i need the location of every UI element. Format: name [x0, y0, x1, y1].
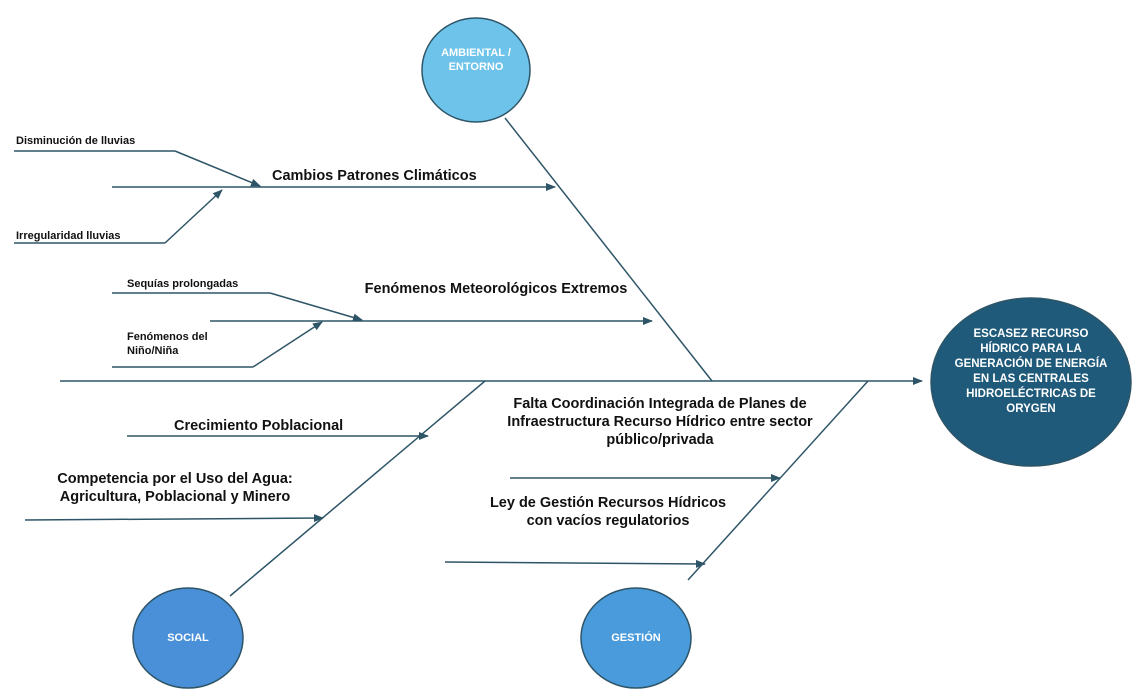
category-gestion: GESTIÓN [611, 632, 661, 644]
cause-competencia-label: Competencia por el Uso del Agua: Agricul… [57, 471, 293, 506]
branch-ley [444, 559, 706, 568]
sub-disminucion-label: Disminución de lluvias [16, 135, 136, 147]
cause-coordinacion-label: Falta Coordinación Integrada de Planes d… [507, 396, 813, 449]
gestion-ellipse [580, 587, 692, 689]
sub-sequias-arrow [269, 292, 363, 322]
sub-nino-arrow [252, 321, 323, 368]
cause-crecimiento-label: Crecimiento Poblacional [174, 418, 344, 434]
sub-nino-label: Fenómenos del Niño/Niña [127, 331, 208, 357]
bone-social [229, 380, 486, 597]
sub-disminucion-arrow [174, 150, 261, 187]
effect-ellipse [930, 297, 1132, 467]
cause-cambios-label: Cambios Patrones Climáticos [272, 168, 477, 184]
bone-ambiental [504, 117, 713, 382]
category-ambiental: AMBIENTAL / ENTORNO [441, 47, 511, 74]
sub-sequias-label: Sequías prolongadas [127, 278, 239, 290]
branch-competencia [24, 514, 324, 523]
category-social: SOCIAL [167, 632, 209, 644]
social-ellipse [132, 587, 244, 689]
sub-irregularidad-label: Irregularidad lluvias [16, 230, 121, 242]
ambiental-ellipse [421, 17, 531, 123]
sub-irregularidad-arrow [164, 189, 223, 244]
cause-ley-label: Ley de Gestión Recursos Hídricos con vac… [489, 495, 727, 530]
cause-fenomenos-label: Fenómenos Meteorológicos Extremos [364, 281, 628, 297]
effect-label: ESCASEZ RECURSO HÍDRICO PARA LA GENERACI… [954, 328, 1108, 415]
